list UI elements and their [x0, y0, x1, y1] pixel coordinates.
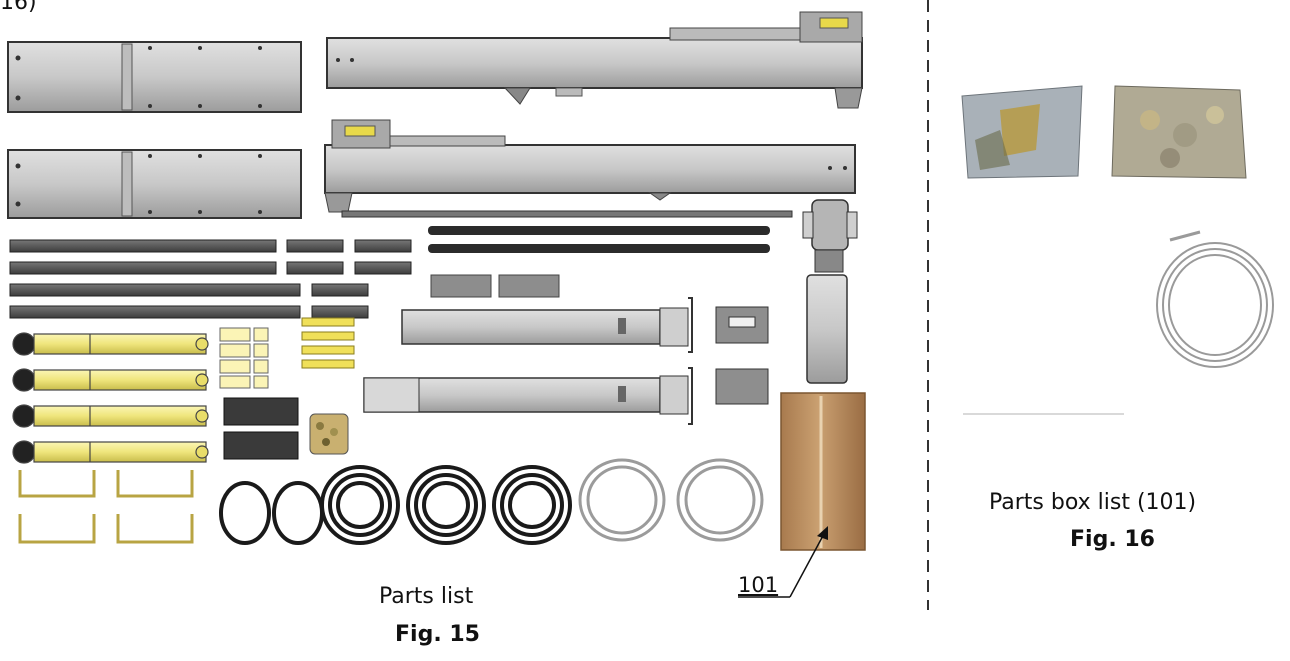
yellow-pins: [301, 317, 355, 369]
arm-locks: [715, 306, 769, 405]
small-plates: [430, 274, 560, 298]
lifting-arm-upper: [401, 297, 693, 353]
caption-parts-box-list: Parts box list (101): [989, 490, 1197, 515]
figure-label-16: Fig. 16: [1070, 527, 1155, 552]
steel-cables: [578, 458, 764, 542]
rubber-pads: [223, 397, 299, 460]
callout-label-101: 101: [738, 573, 779, 597]
base-plate-upper: [7, 41, 302, 113]
coiled-cable: [1156, 230, 1274, 368]
dark-bars: [9, 239, 412, 319]
base-plate-lower: [7, 149, 302, 219]
power-unit: [802, 199, 858, 384]
hoses: [219, 465, 572, 545]
small-yellow-parts: [219, 327, 269, 389]
column-upper: [326, 11, 863, 109]
column-lower: [324, 119, 856, 213]
handles: [18, 470, 194, 544]
parts-bag-left: [961, 85, 1083, 179]
corner-fragment-text: 16): [0, 0, 37, 15]
figure-label-15: Fig. 15: [395, 622, 480, 647]
callout-leader-101: [738, 526, 828, 598]
rods: [341, 210, 793, 253]
parts-box-101: [780, 392, 866, 551]
lifting-arm-lower: [363, 367, 693, 425]
caption-parts-list: Parts list: [379, 584, 474, 609]
parts-bag-right: [1111, 85, 1247, 179]
hydraulic-cylinders: [12, 332, 209, 464]
hardware-bag: [309, 413, 349, 455]
